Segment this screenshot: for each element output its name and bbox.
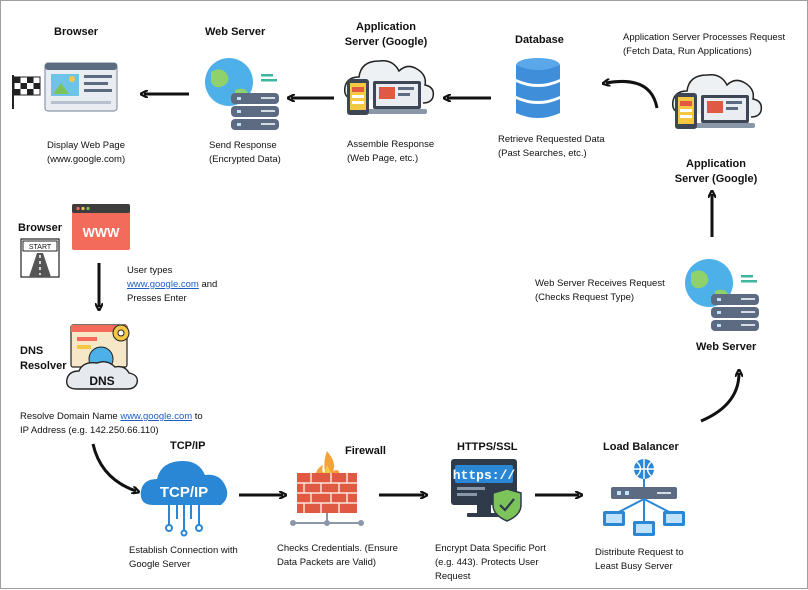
dns-title-line1: DNS xyxy=(20,345,44,357)
browser-left-title: Browser xyxy=(18,222,63,234)
load-balancer-desc: Distribute Request to Least Busy Server xyxy=(595,546,684,574)
dns-desc-suffix: to xyxy=(192,411,203,422)
https-desc-line3: Request xyxy=(435,571,471,582)
web-server-top-desc: Send Response (Encrypted Data) xyxy=(209,139,281,167)
https-title: HTTPS/SSL xyxy=(457,441,518,453)
app-server-right-desc-line1: Application Server Processes Request xyxy=(623,32,786,43)
dns-desc-line2: IP Address (e.g. 142.250.66.110) xyxy=(20,425,159,436)
user-types-link[interactable]: www.google.com xyxy=(127,279,199,290)
arrow-lb-to-webserver xyxy=(700,373,739,423)
https-icon-label: https:// xyxy=(453,468,516,483)
arrow-dns-to-tcpip xyxy=(91,443,136,491)
app-server-right-cloud-icon xyxy=(671,73,763,129)
laptop-icon xyxy=(367,81,427,114)
app-server-top-desc-line2: (Web Page, etc.) xyxy=(347,153,419,164)
dns-icon-label: DNS xyxy=(89,374,114,388)
dns-desc-prefix: Resolve Domain Name xyxy=(20,411,121,422)
database-title: Database xyxy=(515,34,564,46)
web-server-right-desc-line2: (Checks Request Type) xyxy=(535,292,635,303)
browser-top-title: Browser xyxy=(54,26,99,38)
user-types-line3: Presses Enter xyxy=(127,293,187,304)
app-server-top-desc: Assemble Response (Web Page, etc.) xyxy=(347,138,434,166)
load-balancer-title: Load Balancer xyxy=(603,441,679,453)
tcpip-desc-line1: Establish Connection with xyxy=(129,545,238,556)
firewall-desc-line2: Data Packets are Valid) xyxy=(277,557,377,568)
start-sign-label: START xyxy=(29,244,52,251)
load-balancer-desc-line2: Least Busy Server xyxy=(595,561,673,572)
load-balancer-desc-line1: Distribute Request to xyxy=(595,547,684,558)
dns-resolver-icon: DNS xyxy=(66,324,139,390)
web-server-top-title: Web Server xyxy=(205,26,266,38)
browser-top-desc: Display Web Page (www.google.com) xyxy=(47,139,125,167)
browser-window-icon xyxy=(12,62,118,112)
web-server-right-icon xyxy=(685,259,759,331)
phone-icon xyxy=(347,79,369,115)
user-types-line1: User types xyxy=(127,265,173,276)
app-server-top-title: Application Server (Google) xyxy=(331,20,441,50)
dns-title-line2: Resolver xyxy=(20,360,67,372)
web-server-right-desc: Web Server Receives Request (Checks Requ… xyxy=(535,277,665,305)
web-server-right-title: Web Server xyxy=(696,341,757,353)
firewall-desc: Checks Credentials. (Ensure Data Packets… xyxy=(277,542,398,570)
database-desc: Retrieve Requested Data (Past Searches, … xyxy=(498,133,605,161)
app-server-right-desc-line2: (Fetch Data, Run Applications) xyxy=(623,46,752,57)
user-types-desc: User types www.google.com and Presses En… xyxy=(127,264,217,306)
dns-desc-line1: Resolve Domain Name www.google.com to xyxy=(20,410,203,424)
https-desc-line1: Encrypt Data Specific Port xyxy=(435,543,546,554)
app-server-right-title-line1: Application xyxy=(686,158,746,170)
web-server-top-desc-line2: (Encrypted Data) xyxy=(209,154,281,165)
user-types-line2-suffix: and xyxy=(198,279,218,290)
dns-title: DNS Resolver xyxy=(20,344,66,374)
firewall-icon xyxy=(290,451,364,526)
web-server-top-icon xyxy=(205,58,279,130)
database-desc-line2: (Past Searches, etc.) xyxy=(498,148,587,159)
load-balancer-icon xyxy=(603,459,685,536)
app-server-top-title-line2: Server (Google) xyxy=(344,36,428,48)
tcpip-desc-line2: Google Server xyxy=(129,559,191,570)
tcpip-desc: Establish Connection with Google Server xyxy=(129,544,238,572)
app-server-top-desc-line1: Assemble Response xyxy=(347,139,435,150)
app-server-right-title-line2: Server (Google) xyxy=(674,173,758,185)
gear-icon xyxy=(112,324,130,342)
dns-desc: Resolve Domain Name www.google.com to IP… xyxy=(20,410,203,438)
database-desc-line1: Retrieve Requested Data xyxy=(498,134,605,145)
https-monitor-icon: https:// xyxy=(451,459,522,522)
tcpip-title: TCP/IP xyxy=(170,440,206,452)
firewall-title: Firewall xyxy=(345,445,386,457)
database-icon xyxy=(516,58,560,118)
tcpip-cloud-icon: TCP/IP xyxy=(140,461,228,537)
start-road-icon: START xyxy=(20,238,60,278)
www-browser-icon: WWW xyxy=(72,204,130,250)
firewall-desc-line1: Checks Credentials. (Ensure xyxy=(277,543,398,554)
web-server-right-desc-line1: Web Server Receives Request xyxy=(535,278,665,289)
https-desc-line2: (e.g. 443). Protects User xyxy=(435,557,539,568)
arrow-app-right-to-db xyxy=(606,81,659,109)
app-server-right-desc: Application Server Processes Request (Fe… xyxy=(623,31,785,59)
app-server-right-title: Application Server (Google) xyxy=(661,157,771,187)
https-desc: Encrypt Data Specific Port (e.g. 443). P… xyxy=(435,542,546,584)
dns-desc-link[interactable]: www.google.com xyxy=(120,411,193,422)
app-server-top-title-line1: Application xyxy=(356,21,416,33)
browser-top-desc-line2: (www.google.com) xyxy=(47,154,126,165)
user-types-line2: www.google.com and xyxy=(127,278,217,292)
app-server-cloud-icon xyxy=(343,59,435,115)
tcpip-icon-label: TCP/IP xyxy=(160,484,208,501)
web-server-top-desc-line1: Send Response xyxy=(209,140,277,151)
www-label: WWW xyxy=(83,225,121,240)
shield-icon xyxy=(492,488,522,522)
server-rack-icon xyxy=(231,93,279,130)
checkered-flag-icon xyxy=(12,75,41,109)
browser-top-desc-line1: Display Web Page xyxy=(47,140,125,151)
